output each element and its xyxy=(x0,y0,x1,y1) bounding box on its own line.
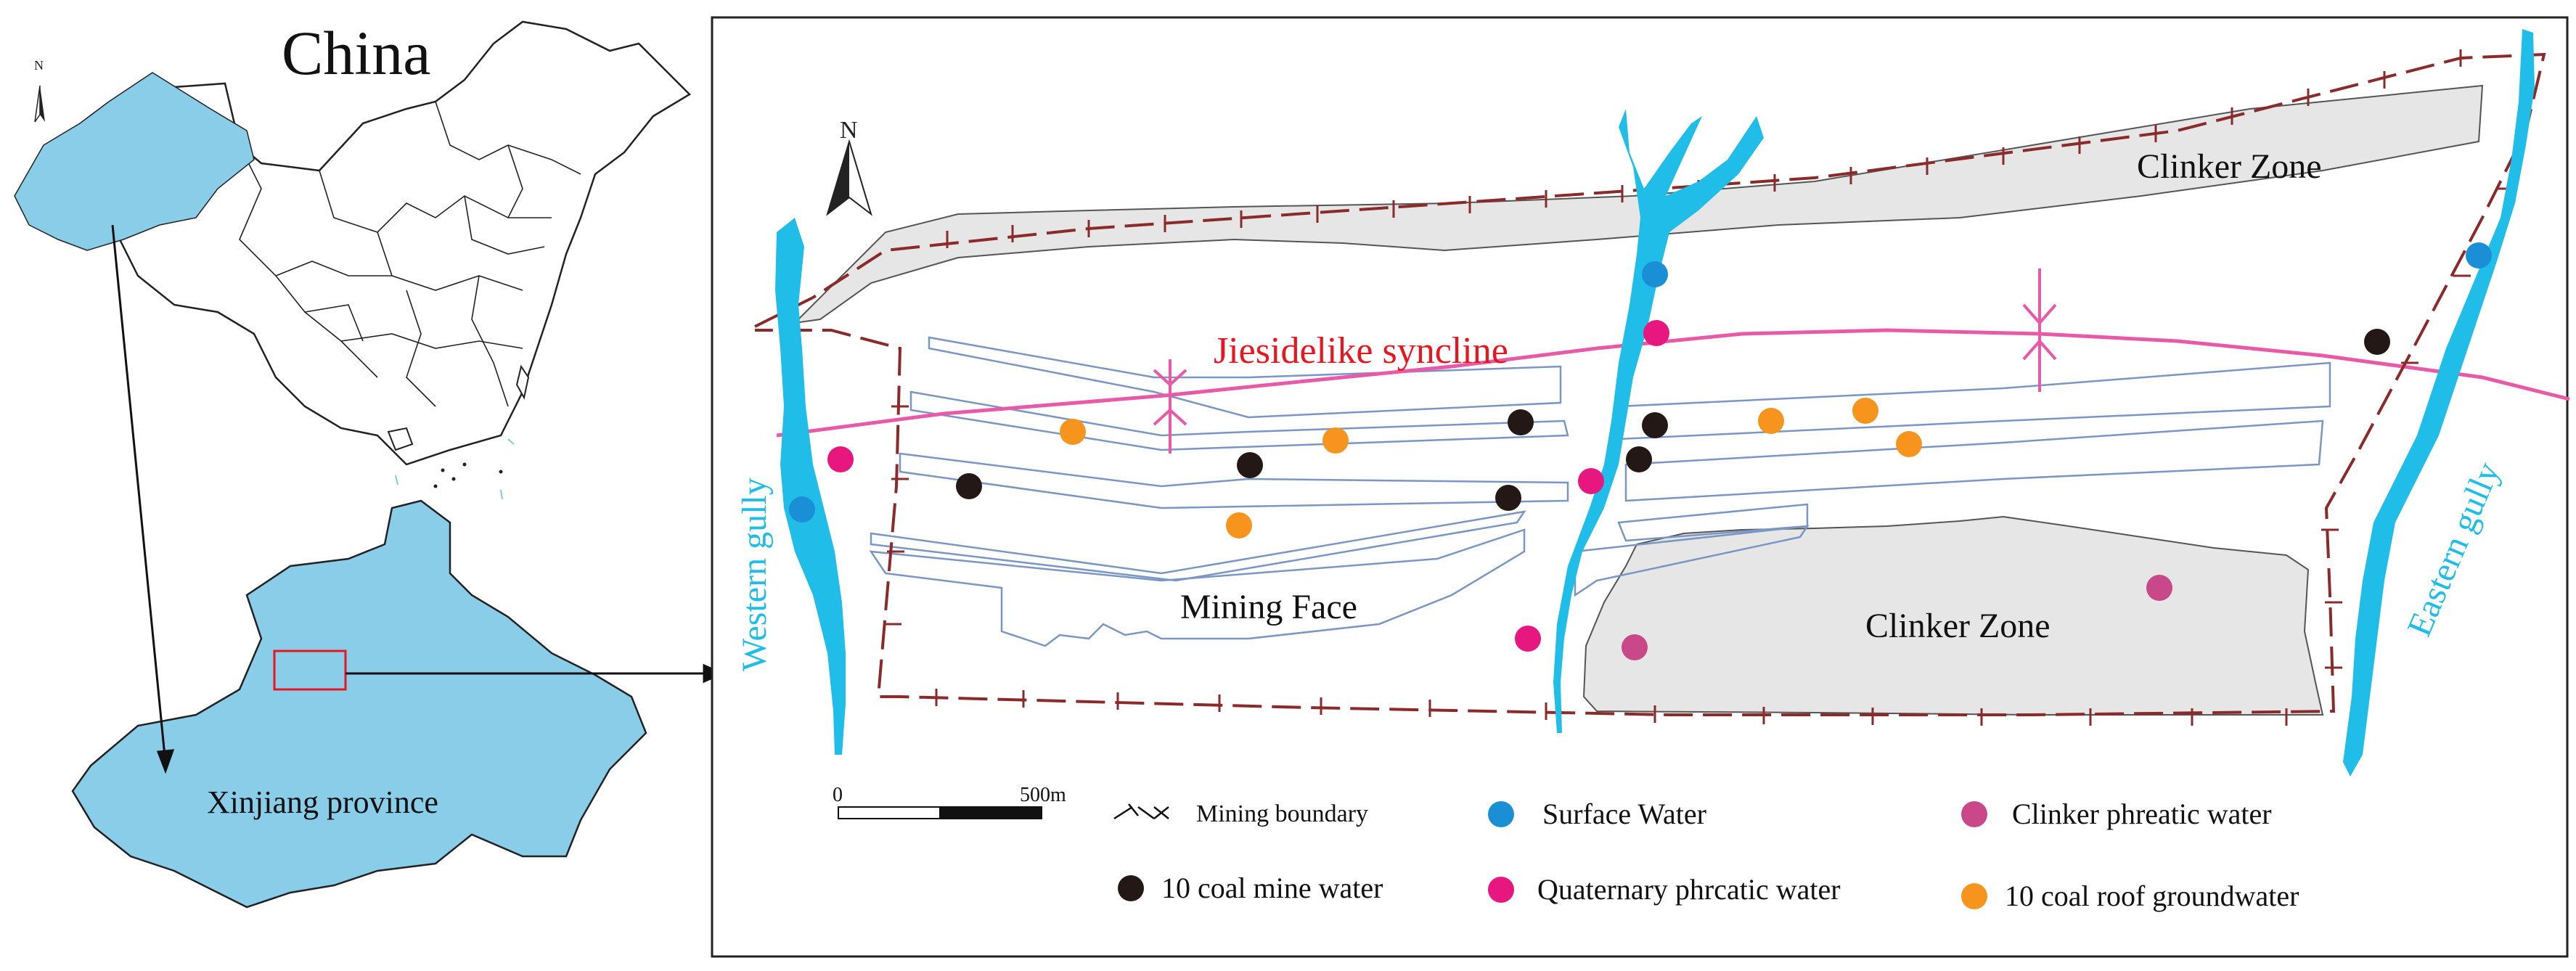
china-province-lines xyxy=(239,101,581,407)
china-label: China xyxy=(282,18,430,88)
north-label: N xyxy=(840,117,858,144)
legend-item-quaternary-phreatic-water: Quaternary phrcatic water xyxy=(1488,873,1841,906)
scale-start-label: 0 xyxy=(833,784,843,806)
scale-end-label: 500m xyxy=(1020,784,1066,806)
eastern-gully xyxy=(2343,29,2535,777)
coal-roof-groundwater-sample xyxy=(1896,431,1922,457)
mining-face-label: Mining Face xyxy=(1180,588,1357,626)
quaternary-phreatic-sample xyxy=(1578,468,1604,494)
coal-mine-water-sample xyxy=(2364,329,2390,355)
quaternary-phreatic-sample xyxy=(1515,626,1541,652)
legend-label: 10 coal roof groundwater xyxy=(2005,880,2299,912)
surface-water-sample xyxy=(789,496,815,523)
study-area-north-arrow: N xyxy=(826,117,872,216)
syncline-line xyxy=(776,328,2570,438)
coal-mine-water-sample xyxy=(1626,446,1652,472)
clinker-phreatic-sample xyxy=(1622,634,1648,660)
coal-roof-groundwater-sample xyxy=(1060,419,1086,445)
surface-water-points xyxy=(789,242,2492,523)
clinker-phreatic-points xyxy=(1622,575,2172,660)
clinker-phreatic-sample xyxy=(2146,575,2172,601)
legend-label: Surface Water xyxy=(1542,798,1706,830)
hainan-island xyxy=(387,427,414,451)
coal-mine-water-sample xyxy=(1495,485,1521,511)
legend-label: Quaternary phrcatic water xyxy=(1537,873,1841,906)
north-label-small: N xyxy=(34,58,44,73)
study-area-map xyxy=(754,29,2570,777)
coal-roof-groundwater-points xyxy=(1060,398,1922,538)
panel-5-mining-face xyxy=(869,528,1526,647)
north-arrow-small: N xyxy=(34,58,45,123)
legend-item-clinker-phreatic-water: Clinker phreatic water xyxy=(1961,798,2272,830)
xinjiang-highlight xyxy=(14,72,255,251)
clinker-zone-north-label: Clinker Zone xyxy=(2137,147,2322,186)
surface-water-sample xyxy=(1642,261,1668,287)
legend-item-surface-water: Surface Water xyxy=(1488,798,1706,830)
south-sea-dashes xyxy=(395,438,515,500)
taiwan-island xyxy=(515,364,530,400)
scale-bar: 0 500m xyxy=(833,784,1066,819)
legend-label: Clinker phreatic water xyxy=(2012,798,2272,830)
coal-mine-water-sample xyxy=(1237,452,1263,478)
study-area-locator-box xyxy=(273,650,347,691)
clinker-zone-south-label: Clinker Zone xyxy=(1865,607,2050,645)
syncline-symbols xyxy=(1153,269,2057,454)
surface-water-sample xyxy=(2466,242,2492,269)
panel-7 xyxy=(1624,419,2324,502)
panel-3 xyxy=(899,452,1569,509)
xinjiang-outline xyxy=(71,499,647,909)
quaternary-phreatic-sample xyxy=(827,446,854,472)
western-gully xyxy=(775,218,846,755)
mining-face-panels xyxy=(869,336,2331,647)
panel-9 xyxy=(1574,525,1810,597)
syncline-label: Jiesidelike syncline xyxy=(1214,330,1508,372)
legend-item-mining-boundary: Mining boundary xyxy=(1113,800,1368,827)
panel-1 xyxy=(928,336,1562,419)
coal-roof-groundwater-sample xyxy=(1758,408,1784,434)
quaternary-phreatic-points xyxy=(827,320,1669,652)
panel-2 xyxy=(909,390,1569,451)
surface-water-symbol xyxy=(1488,801,1514,827)
central-gully xyxy=(1553,109,1764,733)
quaternary-phreatic-symbol xyxy=(1488,877,1514,903)
coal-mine-water-symbol xyxy=(1118,875,1144,901)
coal-roof-groundwater-sample xyxy=(1322,427,1349,454)
legend-label: 10 coal mine water xyxy=(1161,872,1383,904)
china-overview-map: N China xyxy=(14,18,692,500)
clinker-phreatic-symbol xyxy=(1961,801,1987,827)
legend-item-coal-mine-water: 10 coal mine water xyxy=(1118,872,1383,904)
coal-mine-water-sample xyxy=(1642,412,1668,438)
western-gully-label: Western gully xyxy=(735,478,774,671)
coal-roof-groundwater-sample xyxy=(1852,398,1878,424)
coal-roof-groundwater-sample xyxy=(1226,512,1252,538)
coal-roof-groundwater-symbol xyxy=(1961,883,1987,909)
mining-boundary-symbol xyxy=(1113,803,1169,820)
xinjiang-label: Xinjiang province xyxy=(207,784,438,820)
coal-mine-water-points xyxy=(956,329,2390,511)
legend-item-coal-roof-groundwater: 10 coal roof groundwater xyxy=(1961,880,2299,912)
quaternary-phreatic-sample xyxy=(1643,320,1669,346)
clinker-zone-south xyxy=(1582,515,2324,716)
panel-4 xyxy=(870,510,1526,582)
legend: Mining boundary Surface Water Clinker ph… xyxy=(1113,798,2299,912)
south-sea-islands xyxy=(433,462,503,488)
xinjiang-province-map: Xinjiang province xyxy=(71,499,647,909)
legend-label: Mining boundary xyxy=(1196,800,1368,827)
coal-mine-water-sample xyxy=(1508,409,1534,435)
coal-mine-water-sample xyxy=(956,473,982,499)
